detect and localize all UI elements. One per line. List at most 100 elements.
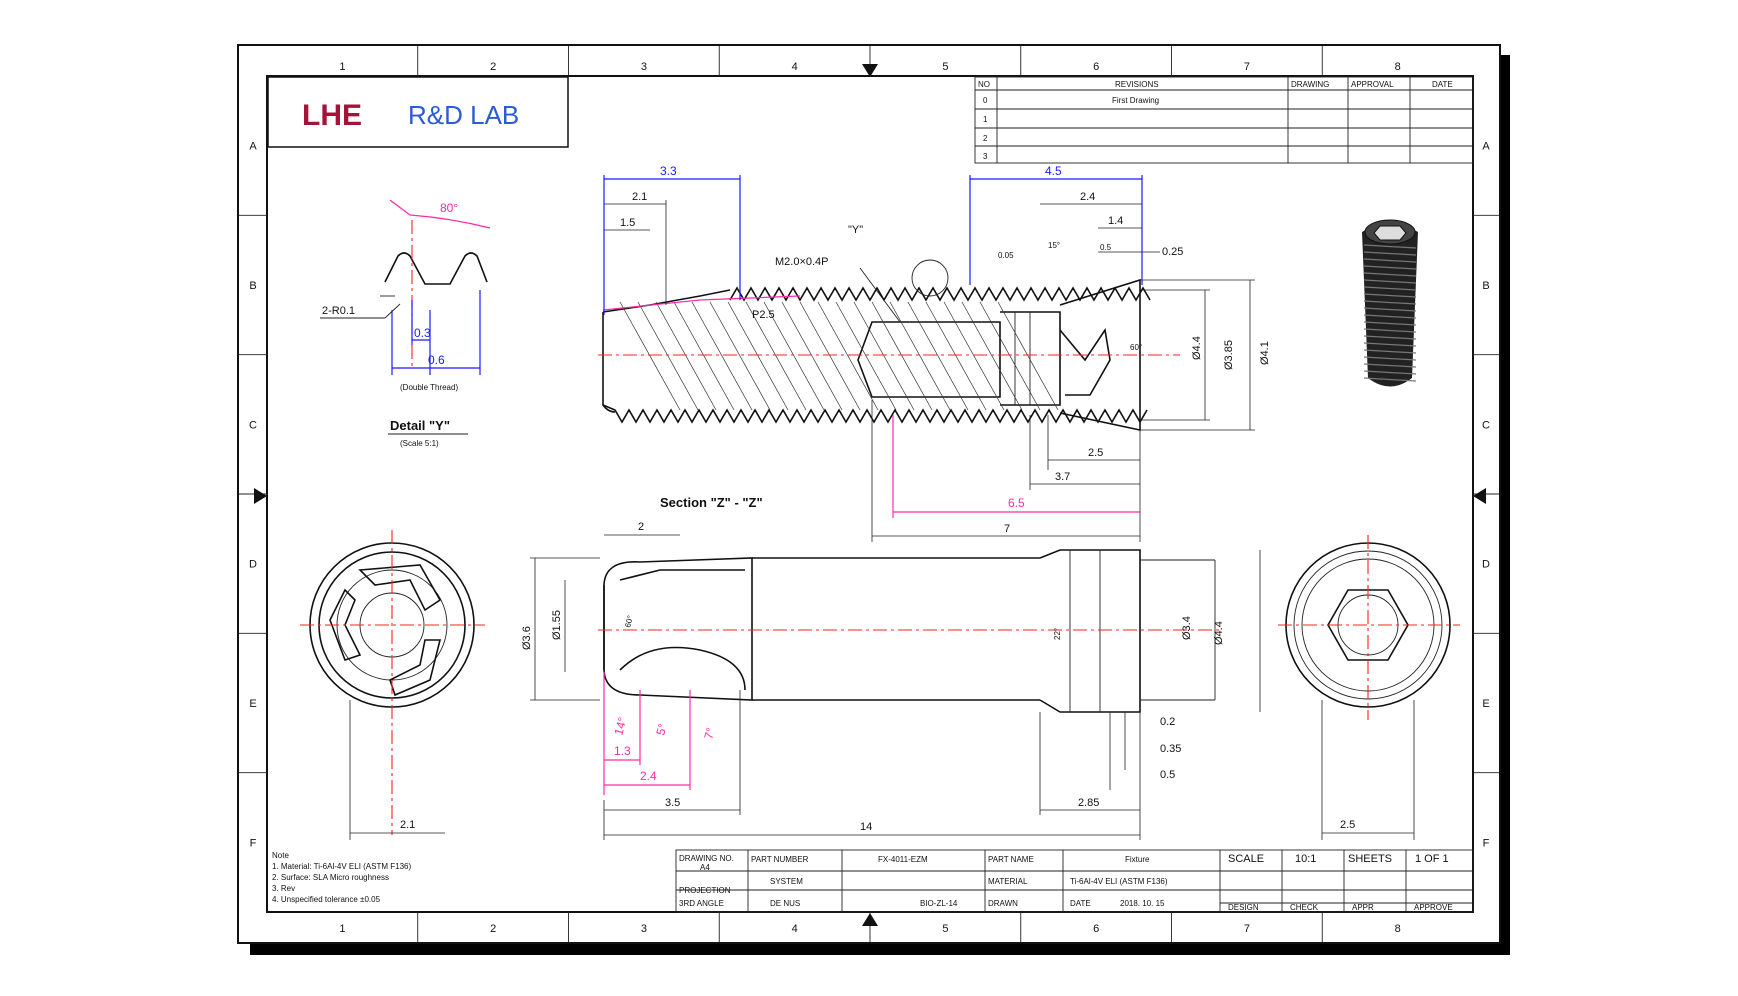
tb-projection-label: PROJECTION	[679, 886, 731, 895]
sec-dim-3-5: 3.5	[665, 797, 680, 809]
rev-row-text: First Drawing	[1112, 96, 1159, 105]
zone-column-label: 8	[1395, 61, 1401, 73]
detail-y-circle	[911, 259, 949, 297]
tb-bottom-label: DESIGN	[1228, 903, 1259, 912]
sec-angle-60: 60°	[623, 614, 635, 628]
implant-3d-preview	[1362, 219, 1418, 387]
dia-3-85: Ø3.85	[1223, 340, 1235, 370]
tb-drawing-no-value: A4	[700, 863, 710, 872]
angle-60: 60°	[1130, 343, 1142, 352]
rev-header-drawing: DRAWING	[1291, 80, 1329, 89]
zone-column-label: 1	[339, 923, 345, 935]
tb-scale-value: 10:1	[1295, 853, 1316, 865]
note-line: 2. Surface: SLA Micro roughness	[272, 873, 389, 882]
zone-column-label: 6	[1093, 61, 1099, 73]
zone-row-label: B	[1482, 280, 1489, 292]
note-line: 3. Rev	[272, 884, 295, 893]
rev-header-date: DATE	[1432, 80, 1453, 89]
zone-row-label: C	[249, 419, 257, 431]
tb-drawn-label: DRAWN	[988, 899, 1018, 908]
zone-column-label: 1	[339, 61, 345, 73]
thread-profile-top	[729, 286, 1151, 302]
zone-column-label: 5	[942, 923, 948, 935]
dim-6-5: 6.5	[1008, 496, 1025, 510]
sec-dim-14: 14	[860, 821, 872, 833]
logo-lab: R&D LAB	[408, 100, 519, 130]
tb-sheets-label: SHEETS	[1348, 853, 1392, 865]
zone-row-label: A	[249, 141, 257, 153]
zone-row-label: A	[1482, 141, 1490, 153]
dim-2-4: 2.4	[1080, 191, 1095, 203]
rev-header-revisions: REVISIONS	[1115, 80, 1159, 89]
tb-sheets-value: 1 OF 1	[1415, 853, 1449, 865]
sec-dia-4-4: Ø4.4	[1213, 621, 1225, 645]
center-mark-bottom	[862, 913, 878, 926]
zone-column-label: 7	[1244, 923, 1250, 935]
notes-title: Note	[272, 851, 289, 860]
left-end-view: 2.1	[300, 530, 485, 840]
sec-dia-1-55: Ø1.55	[551, 610, 563, 640]
dim-0-25: 0.25	[1162, 246, 1183, 258]
dim-3-3: 3.3	[660, 164, 677, 178]
right-end-view: 2.5	[1278, 535, 1460, 840]
section-title: Section "Z" - "Z"	[660, 495, 763, 510]
zone-column-label: 4	[792, 61, 798, 73]
tb-scale-label: SCALE	[1228, 853, 1264, 865]
rev-header-approval: APPROVAL	[1351, 80, 1394, 89]
dim-2-1: 2.1	[632, 191, 647, 203]
dim-3-7: 3.7	[1055, 471, 1070, 483]
detail-title: Detail "Y"	[390, 418, 450, 433]
zone-column-label: 7	[1244, 61, 1250, 73]
detail-view-y: 80° 0.3 0.6 2-R0.1 (Double Thread) Detai…	[320, 199, 491, 448]
sec-dim-0-2: 0.2	[1160, 716, 1175, 728]
tb-part-number-label: PART NUMBER	[751, 855, 809, 864]
sheet-border	[237, 44, 1501, 944]
tb-part-number-value: FX-4011-EZM	[878, 855, 928, 864]
zone-column-label: 5	[942, 61, 948, 73]
dia-4-1: Ø4.1	[1259, 341, 1271, 365]
detail-dim-06: 0.6	[428, 353, 445, 367]
section-hatching	[619, 301, 1059, 411]
logo-brand: LHE	[302, 99, 362, 132]
sec-angle-5: 5°	[653, 722, 670, 737]
tb-material-label: MATERIAL	[988, 877, 1028, 886]
zone-row-label: F	[1483, 837, 1490, 849]
logo: LHE R&D LAB	[267, 76, 569, 148]
title-block: DRAWING NO. A4 PART NUMBER FX-4011-EZM P…	[675, 849, 1474, 913]
sec-dim-2-85: 2.85	[1078, 797, 1099, 809]
zone-column-label: 4	[792, 923, 798, 935]
section-zz-view: Section "Z" - "Z" 2 Ø3.6 Ø1.55 60° 22° Ø…	[521, 495, 1261, 840]
detail-dim-03: 0.3	[414, 326, 431, 340]
notes-block: Note 1. Material: Ti-6Al-4V ELI (ASTM F1…	[272, 851, 411, 904]
thread-spec: M2.0×0.4P	[775, 256, 829, 268]
zone-column-label: 3	[641, 61, 647, 73]
rev-row-no: 2	[983, 134, 988, 143]
dim-2-5: 2.5	[1088, 447, 1103, 459]
right-view-dim: 2.5	[1340, 819, 1355, 831]
zone-row-label: B	[249, 280, 256, 292]
sec-dim-2: 2	[638, 521, 644, 533]
zone-row-label: D	[1482, 559, 1490, 571]
zone-row-label: D	[249, 559, 257, 571]
center-mark-right	[1473, 488, 1486, 504]
center-mark-top	[862, 64, 878, 77]
callout-y: "Y"	[848, 224, 863, 236]
zone-row-label: E	[249, 698, 256, 710]
rev-row-no: 0	[983, 96, 988, 105]
dia-4-4: Ø4.4	[1191, 336, 1203, 360]
sec-dim-0-5: 0.5	[1160, 769, 1175, 781]
zone-row-label: E	[1482, 698, 1489, 710]
tb-part-name-label: PART NAME	[988, 855, 1034, 864]
sec-angle-22: 22°	[1053, 628, 1062, 640]
dim-4-5: 4.5	[1045, 164, 1062, 178]
tb-bottom-label: APPR	[1352, 903, 1374, 912]
dim-7: 7	[1004, 523, 1010, 535]
note-line: 1. Material: Ti-6Al-4V ELI (ASTM F136)	[272, 862, 411, 871]
note-line: 4. Unspecified tolerance ±0.05	[272, 895, 381, 904]
rev-header-no: NO	[978, 80, 990, 89]
tb-date-label: DATE	[1070, 899, 1091, 908]
sec-angle-14: 14°	[611, 715, 629, 736]
left-view-dim: 2.1	[400, 819, 415, 831]
